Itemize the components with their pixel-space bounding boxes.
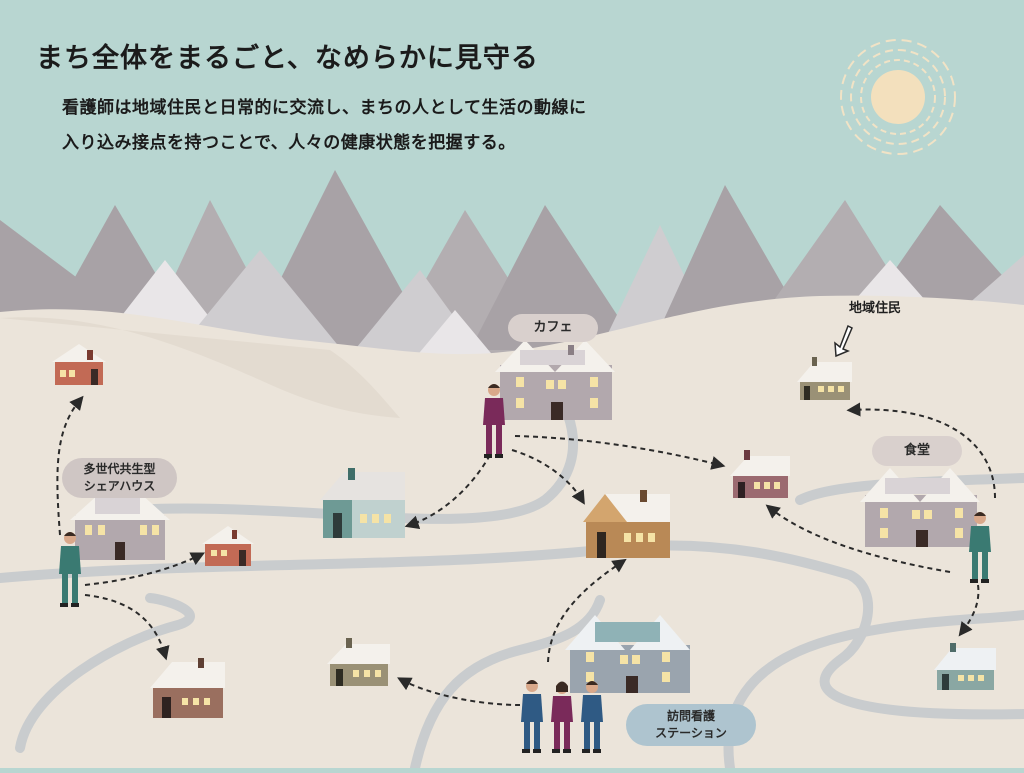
house-teal-right — [934, 643, 996, 690]
house-mauve — [730, 450, 790, 498]
label-sharehouse: 多世代共生型 シェアハウス — [62, 458, 177, 498]
sun — [840, 39, 956, 155]
label-cafe-text: カフェ — [533, 320, 573, 335]
ground-shade — [0, 317, 400, 418]
description-line-1: 看護師は地域住民と日常的に交流し、まちの人として生活の動線に — [62, 98, 587, 118]
label-station: 訪問看護 ステーション — [626, 704, 756, 746]
label-residents: 地域住民 — [848, 301, 901, 316]
house-olive — [327, 638, 390, 686]
label-cafe: カフェ — [508, 314, 598, 342]
house-cafe — [495, 340, 615, 420]
flow-arrows — [56, 395, 996, 706]
label-sharehouse-line2: シェアハウス — [83, 479, 156, 493]
house-red-small — [202, 526, 254, 566]
house-sharehouse — [70, 493, 170, 560]
house-cafeteria — [860, 468, 980, 547]
page-title: まち全体をまるごと、なめらかに見守る — [36, 43, 539, 74]
nurse-cafe — [483, 384, 505, 458]
house-mustard — [583, 490, 670, 558]
label-cafeteria-text: 食堂 — [903, 443, 930, 458]
label-station-line2: ステーション — [655, 726, 727, 740]
house-residents — [797, 357, 852, 400]
residents-pointer-arrow — [834, 324, 853, 358]
house-brown — [150, 658, 225, 718]
label-sharehouse-line1: 多世代共生型 — [83, 462, 156, 476]
nurse-sharehouse — [59, 532, 81, 607]
house-sharehouse-small — [52, 344, 106, 385]
house-teal — [320, 468, 405, 538]
nurses-station — [521, 680, 603, 753]
nurse-cafeteria — [969, 512, 991, 583]
ground — [0, 295, 1024, 768]
label-cafeteria: 食堂 — [872, 436, 962, 466]
label-station-line1: 訪問看護 — [666, 709, 715, 723]
description-line-2: 入り込み接点を持つことで、人々の健康状態を把握する。 — [62, 133, 516, 153]
